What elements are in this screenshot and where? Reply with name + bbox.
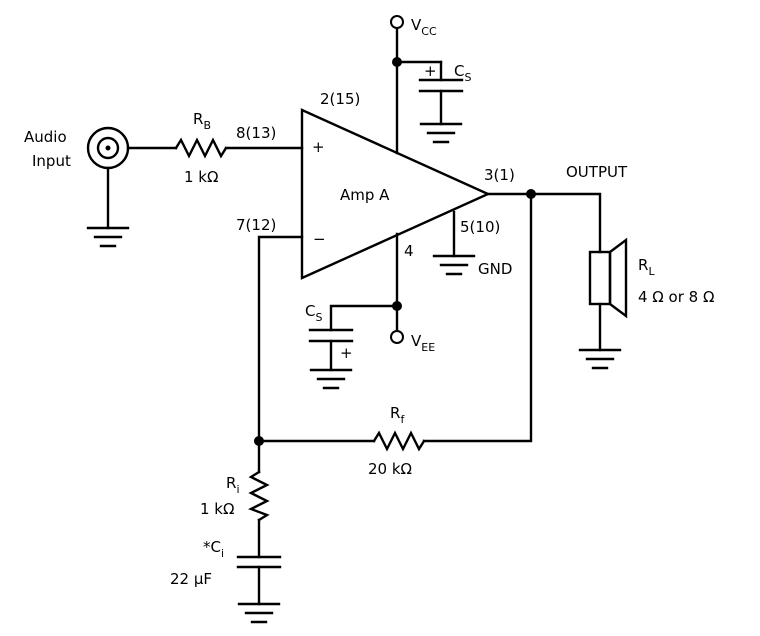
pin-supply: 2(15) xyxy=(320,90,360,108)
cs-bottom-polarity: + xyxy=(340,344,353,362)
ci-name: *Ci xyxy=(203,538,224,560)
speaker-rl xyxy=(588,237,628,319)
rb-value: 1 kΩ xyxy=(184,168,218,186)
ri-name: Ri xyxy=(226,474,240,496)
gnd-label: GND xyxy=(478,260,512,278)
ci-value: 22 μF xyxy=(170,570,212,588)
vee-label: VEE xyxy=(411,332,435,354)
pin-inverting: 7(12) xyxy=(236,216,276,234)
cs-bottom-name: CS xyxy=(305,302,322,324)
audio-input-label-line1: Audio xyxy=(24,128,67,146)
audio-input-label-line2: Input xyxy=(32,152,71,170)
resistor-ri xyxy=(248,470,270,522)
plus-input-sign: + xyxy=(312,138,325,156)
pin-non-inverting: 8(13) xyxy=(236,124,276,142)
ground-symbol-ci xyxy=(237,602,281,624)
pin-ground: 5(10) xyxy=(460,218,500,236)
amp-label: Amp A xyxy=(340,186,390,204)
rb-name: RB xyxy=(193,110,211,132)
cs-top-name: CS xyxy=(454,62,471,84)
minus-input-sign: − xyxy=(313,230,326,248)
rf-name: Rf xyxy=(390,404,405,426)
capacitor-ci xyxy=(236,555,282,569)
pin-vee: 4 xyxy=(404,242,414,260)
vee-terminal xyxy=(390,330,404,344)
ground-symbol-cs-top xyxy=(419,122,463,144)
resistor-rf xyxy=(372,430,426,452)
resistor-rb xyxy=(174,137,228,159)
amp-a-triangle xyxy=(300,108,491,280)
pin-output: 3(1) xyxy=(484,166,515,184)
ri-value: 1 kΩ xyxy=(200,500,234,518)
cs-top-polarity: + xyxy=(424,62,437,80)
ground-symbol-speaker xyxy=(578,348,622,370)
ground-symbol-cs-bottom xyxy=(309,368,353,390)
capacitor-cs-bottom xyxy=(308,328,354,343)
capacitor-cs-top xyxy=(418,78,464,93)
vcc-label: VCC xyxy=(411,16,437,38)
audio-input-jack-inner xyxy=(96,136,120,160)
rl-name: RL xyxy=(638,256,655,278)
vcc-terminal xyxy=(390,15,404,29)
output-label: OUTPUT xyxy=(566,163,628,181)
rl-value: 4 Ω or 8 Ω xyxy=(638,288,714,306)
rf-value: 20 kΩ xyxy=(368,460,412,478)
ground-symbol-amp xyxy=(432,254,476,276)
audio-input-jack-pin xyxy=(105,145,111,151)
ground-symbol-jack xyxy=(86,226,130,248)
